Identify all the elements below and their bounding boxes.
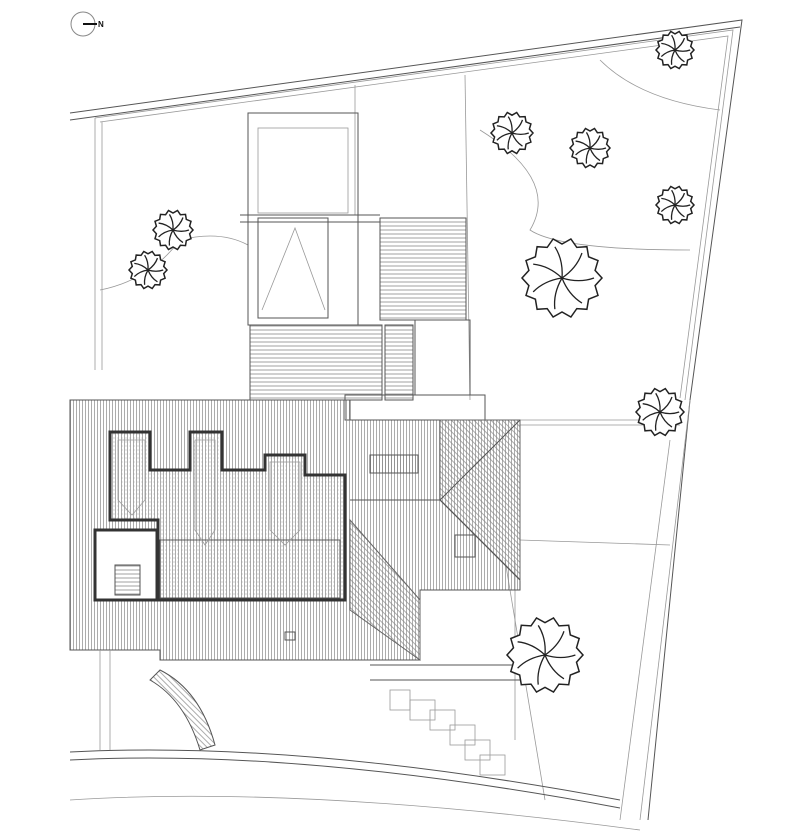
curved-ramp xyxy=(149,669,216,751)
stairs xyxy=(384,324,414,401)
garden-paths xyxy=(99,59,721,801)
steps xyxy=(370,664,520,776)
tree-3-icon xyxy=(489,111,535,155)
deck-lower xyxy=(249,324,383,401)
trees xyxy=(127,30,696,693)
tree-1-icon xyxy=(151,209,195,251)
site-boundary xyxy=(69,19,743,821)
deck-upper xyxy=(379,217,467,321)
terrace xyxy=(414,319,471,396)
tree-7-icon xyxy=(520,238,604,318)
tree-8-icon xyxy=(634,387,686,437)
tree-9-icon xyxy=(505,617,585,693)
skylight xyxy=(454,534,476,558)
tree-6-icon xyxy=(654,185,696,225)
roof-window xyxy=(369,454,419,474)
north-arrow: N xyxy=(70,11,104,37)
tree-5-icon xyxy=(654,30,696,70)
north-label: N xyxy=(98,20,104,29)
tree-4-icon xyxy=(568,127,612,169)
pool xyxy=(240,112,380,326)
tree-2-icon xyxy=(127,250,169,290)
road xyxy=(69,650,641,831)
house xyxy=(93,430,476,641)
chimney xyxy=(284,631,296,641)
